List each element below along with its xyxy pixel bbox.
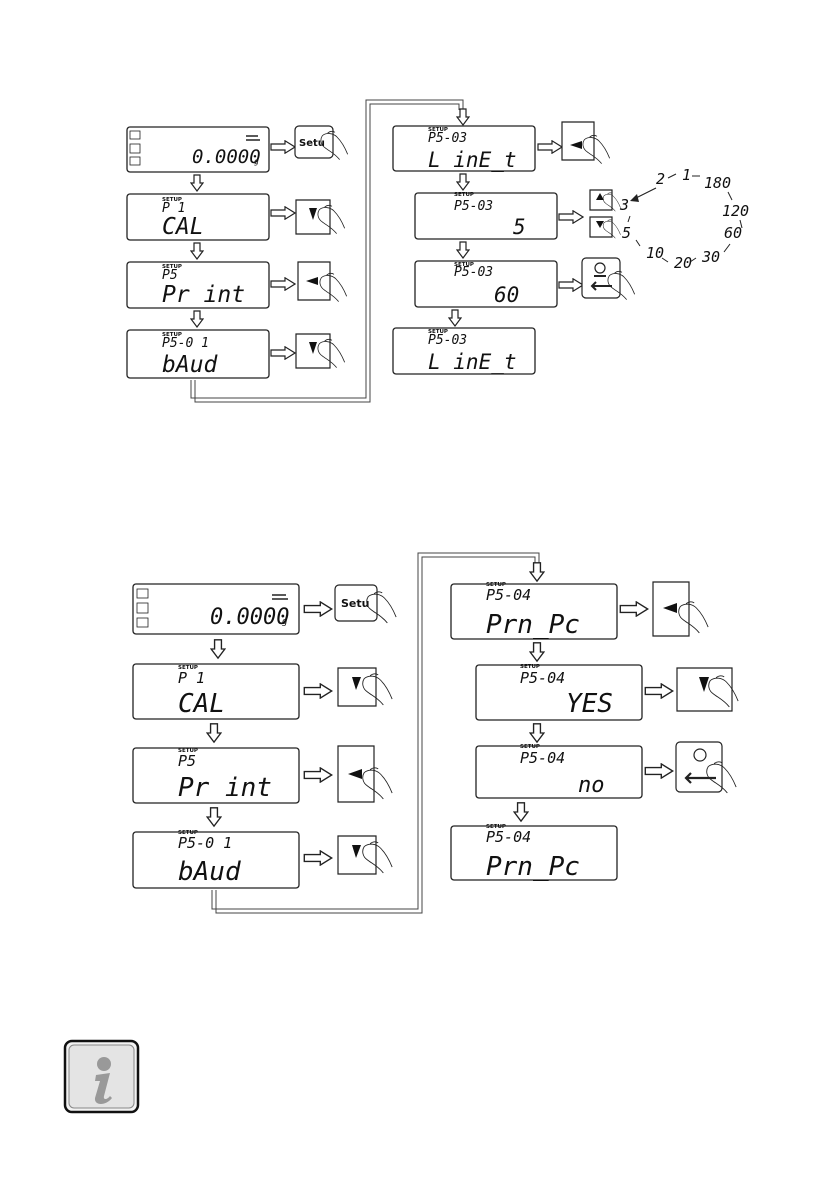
- enter-key[interactable]: [582, 258, 635, 300]
- lcd-menu-p5: SETUP P5 Pr int: [127, 262, 269, 308]
- up-arrow-key[interactable]: [590, 190, 621, 211]
- svg-text:P5-0 1: P5-0 1: [162, 336, 209, 351]
- svg-text:P5-04: P5-04: [520, 749, 565, 767]
- lcd-p5-03-line: SETUP P5-03 L inE_t: [393, 126, 535, 172]
- enter-key[interactable]: [676, 742, 736, 793]
- right-arrow-key[interactable]: [298, 262, 347, 302]
- svg-text:180: 180: [704, 174, 731, 192]
- lcd-menu-p5-01: SETUP P5-0 1 bAud: [133, 830, 299, 888]
- value-cycle: 2 1 180 120 60 30 20 10 5 3: [619, 166, 749, 272]
- print-pc-diagram: 0.0000 g SETUP P 1 CAL SETUP P5 Pr int S…: [133, 553, 738, 913]
- svg-text:5: 5: [622, 224, 631, 242]
- svg-text:P5: P5: [162, 268, 178, 283]
- lcd-weight-value: 0.0000: [210, 605, 289, 630]
- right-arrow-key[interactable]: [653, 582, 708, 636]
- svg-text:5: 5: [513, 215, 526, 239]
- lcd-weight-unit: g: [282, 617, 288, 627]
- down-arrow-key[interactable]: [338, 836, 392, 874]
- svg-text:bAud: bAud: [162, 352, 219, 378]
- svg-text:L inE_t: L inE_t: [428, 350, 517, 374]
- svg-text:20: 20: [674, 254, 692, 272]
- svg-text:10: 10: [646, 244, 664, 262]
- down-arrow-key[interactable]: [296, 200, 345, 234]
- svg-text:60: 60: [724, 224, 742, 242]
- svg-text:120: 120: [722, 202, 749, 220]
- down-arrow-key[interactable]: [590, 217, 621, 238]
- lcd-p5-04-no: SETUP P5-04 no: [476, 744, 642, 798]
- svg-text:Setu: Setu: [341, 597, 369, 610]
- lcd-weight-unit: g: [254, 157, 259, 166]
- svg-text:2: 2: [656, 170, 665, 188]
- svg-text:P5-04: P5-04: [486, 586, 531, 604]
- svg-text:P 1: P 1: [178, 669, 205, 687]
- svg-text:YES: YES: [566, 689, 613, 719]
- down-arrow-key[interactable]: [338, 668, 392, 706]
- lcd-p5-03-value-60: SETUP P5-03 60: [415, 261, 557, 307]
- svg-text:Pr int: Pr int: [162, 282, 245, 308]
- svg-text:bAud: bAud: [178, 857, 241, 887]
- info-icon: [65, 1041, 138, 1112]
- svg-text:CAL: CAL: [162, 214, 204, 240]
- line-length-diagram: 0.0000 g SETUP P 1 CAL SETUP P5 Pr int S…: [127, 100, 749, 402]
- svg-text:P5-03: P5-03: [454, 199, 493, 214]
- svg-text:Pr int: Pr int: [178, 773, 272, 803]
- right-arrow-key[interactable]: [338, 746, 392, 802]
- lcd-menu-p5: SETUP P5 Pr int: [133, 748, 299, 803]
- svg-text:60: 60: [494, 283, 519, 307]
- lcd-menu-p1: SETUP P 1 CAL: [133, 664, 299, 719]
- lcd-menu-p1: SETUP P 1 CAL: [127, 194, 269, 240]
- lcd-p5-04-print-pc-final: SETUP P5-04 Prn_Pc: [451, 824, 617, 882]
- lcd-p5-04-print-pc: SETUP P5-04 Prn_Pc: [451, 582, 617, 640]
- lcd-weight-value: 0.0000: [192, 146, 261, 168]
- lcd-p5-04-yes: SETUP P5-04 YES: [476, 664, 642, 720]
- svg-text:no: no: [578, 773, 605, 798]
- down-arrow-key[interactable]: [677, 668, 738, 711]
- svg-text:3: 3: [619, 196, 629, 214]
- svg-text:P5-03: P5-03: [454, 265, 493, 280]
- svg-text:30: 30: [701, 248, 720, 266]
- svg-text:Prn_Pc: Prn_Pc: [486, 852, 580, 882]
- svg-text:P5-04: P5-04: [520, 669, 565, 687]
- svg-text:SETUP: SETUP: [454, 192, 474, 198]
- setup-key[interactable]: Setu: [295, 126, 348, 160]
- setup-key[interactable]: Setu: [335, 585, 396, 623]
- svg-text:P5-0 1: P5-0 1: [178, 834, 232, 852]
- svg-text:CAL: CAL: [178, 689, 225, 719]
- lcd-home-display: 0.0000 g: [127, 127, 269, 172]
- right-arrow-key[interactable]: [562, 122, 610, 164]
- svg-text:P5-03: P5-03: [428, 333, 467, 348]
- lcd-home-display: 0.0000 g: [133, 584, 299, 634]
- svg-text:1: 1: [682, 166, 691, 184]
- lcd-p5-03-value-5: SETUP P5-03 5: [415, 192, 557, 239]
- svg-text:P5-03: P5-03: [428, 131, 467, 146]
- svg-text:L inE_t: L inE_t: [428, 148, 517, 172]
- lcd-menu-p5-01: SETUP P5-0 1 bAud: [127, 330, 269, 378]
- down-arrow-key[interactable]: [296, 334, 345, 368]
- lcd-p5-03-line-final: SETUP P5-03 L inE_t: [393, 328, 535, 374]
- svg-text:Prn_Pc: Prn_Pc: [486, 610, 580, 640]
- svg-text:P5-04: P5-04: [486, 828, 531, 846]
- svg-text:P5: P5: [178, 752, 196, 770]
